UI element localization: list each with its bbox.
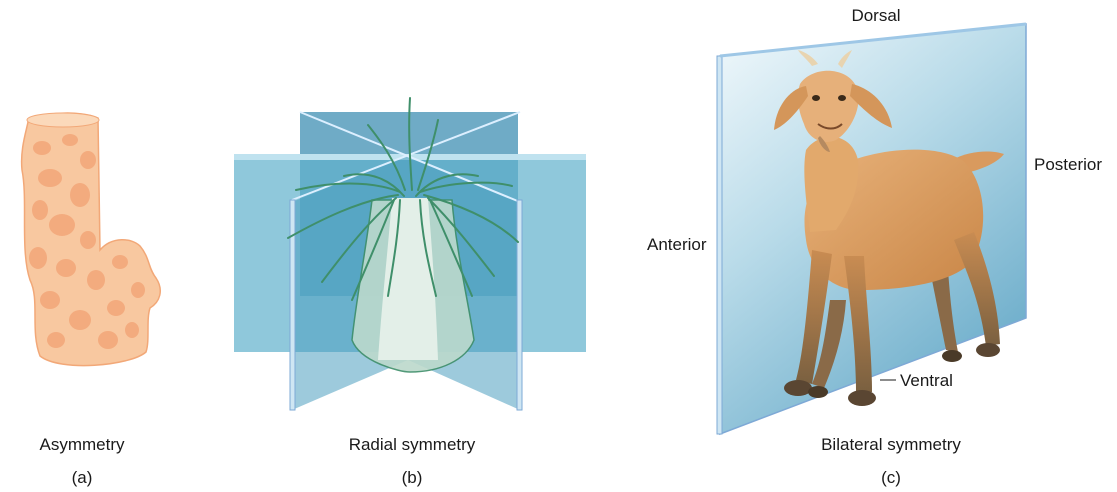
caption-asymmetry: Asymmetry bbox=[39, 435, 125, 454]
caption-radial-symmetry: Radial symmetry bbox=[348, 435, 476, 454]
ventral-label: Ventral bbox=[900, 371, 953, 390]
sea-anemone-figure bbox=[287, 97, 519, 373]
caption-letter-c: (c) bbox=[881, 468, 901, 487]
anterior-label: Anterior bbox=[647, 235, 707, 254]
posterior-label: Posterior bbox=[1034, 155, 1103, 174]
caption-bilateral-symmetry: Bilateral symmetry bbox=[821, 435, 961, 454]
sponge-figure bbox=[20, 112, 162, 367]
goat-figure bbox=[774, 50, 1004, 406]
caption-letter-a: (a) bbox=[71, 468, 93, 487]
caption-letter-b: (b) bbox=[401, 468, 423, 487]
dorsal-label: Dorsal bbox=[851, 6, 901, 25]
